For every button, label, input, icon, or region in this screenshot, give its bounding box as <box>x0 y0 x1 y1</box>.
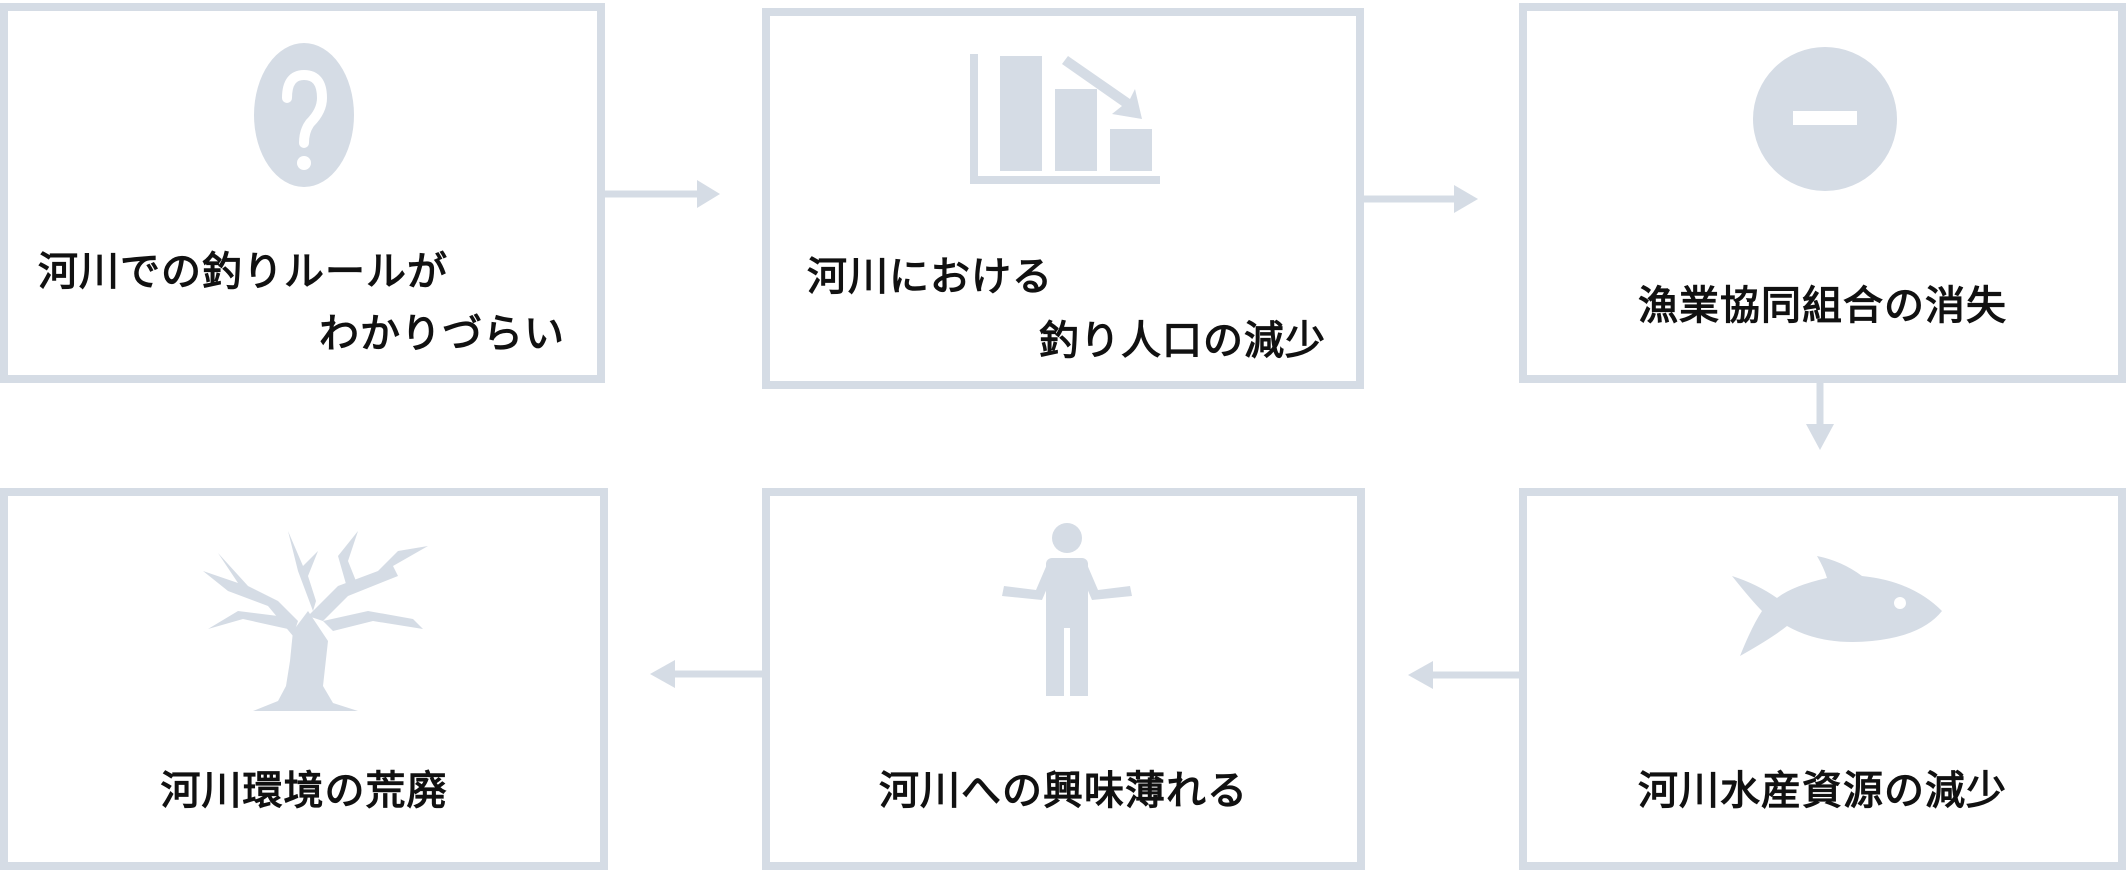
node-label-line: 河川における <box>807 254 1053 300</box>
fish-icon <box>1732 556 1942 656</box>
question-icon <box>254 43 354 187</box>
node-label-line: わかりづらい <box>319 311 565 357</box>
node-environment-degradation: 河川環境の荒廃 <box>0 488 608 870</box>
node-interest-fades: 河川への興味薄れる <box>762 488 1365 870</box>
node-label-line: 河川水産資源の減少 <box>1638 768 2007 814</box>
node-fish-resource-decline: 河川水産資源の減少 <box>1519 488 2126 870</box>
arrowhead-icon <box>1806 424 1834 450</box>
arrowhead-icon <box>650 660 675 688</box>
arrowhead-icon <box>697 180 720 208</box>
person-shrug-icon <box>1002 523 1132 696</box>
node-label-line: 釣り人口の減少 <box>1039 318 1326 364</box>
node-label-line: 河川への興味薄れる <box>879 768 1248 814</box>
declining-chart-icon <box>970 54 1160 184</box>
node-label-line: 河川での釣りルールが <box>38 249 448 295</box>
minus-icon <box>1753 47 1897 191</box>
node-angler-decline: 河川における 釣り人口の減少 <box>762 8 1364 389</box>
node-label-line: 河川環境の荒廃 <box>160 768 448 814</box>
node-label-line: 漁業協同組合の消失 <box>1638 283 2007 329</box>
arrowhead-icon <box>1454 185 1478 213</box>
arrowhead-icon <box>1408 661 1433 689</box>
node-rules-unclear: 河川での釣りルールが わかりづらい <box>0 3 605 383</box>
node-coop-loss: 漁業協同組合の消失 <box>1519 3 2126 383</box>
dead-tree-icon <box>203 531 428 711</box>
